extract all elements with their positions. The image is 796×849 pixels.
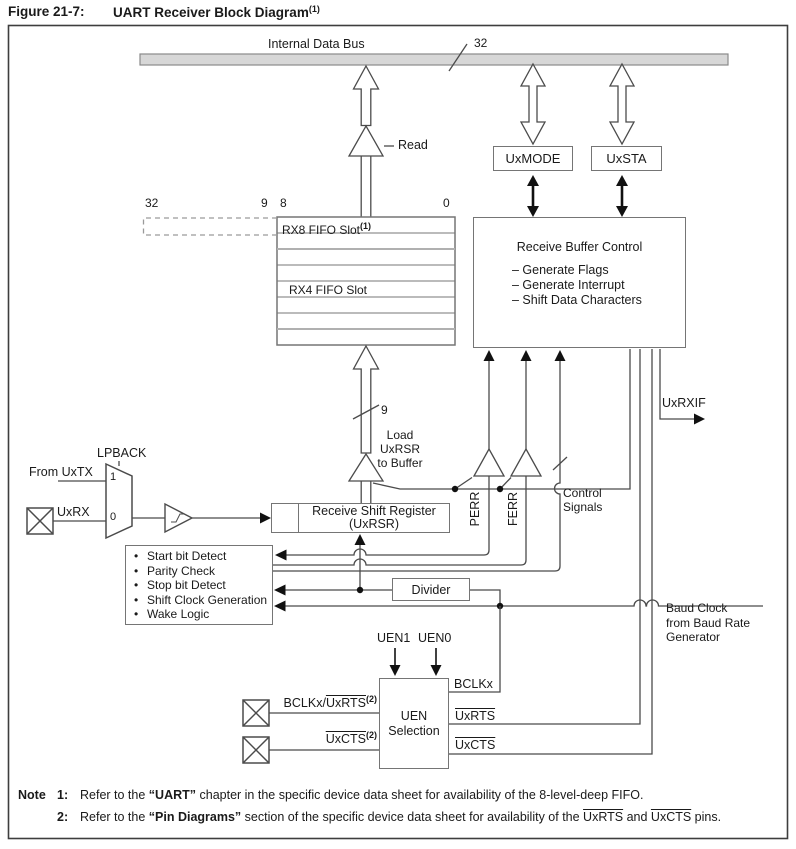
internal-data-bus-label: Internal Data Bus [268, 37, 365, 51]
figure-label: Figure 21-7: [8, 4, 85, 19]
fifo-stack [142, 216, 456, 346]
mux-input-1-label: 1 [110, 471, 117, 483]
fifo-unimplemented-dashed-box [142, 217, 277, 236]
fifo-bit8-label: 8 [280, 196, 287, 210]
rx4-fifo-slot-label: RX4 FIFO Slot [289, 283, 368, 297]
rbc-item: – Generate Flags [512, 263, 609, 277]
logic-item: •Stop bit Detect [134, 578, 226, 593]
bus-width-slash [448, 43, 468, 72]
uxcts-line [449, 349, 653, 755]
load-width-slash [352, 404, 380, 420]
uxsta-register-box: UxSTA [591, 146, 662, 171]
fifo-bit0-label: 0 [443, 196, 450, 210]
perr-signal [275, 350, 506, 561]
shift-clock-lines [274, 534, 501, 606]
junction-dot [356, 586, 364, 594]
load-buffer-icon [347, 452, 385, 482]
uxrx-label: UxRX [57, 505, 90, 519]
rbc-title: Receive Buffer Control [516, 240, 643, 254]
status-tap-line [372, 349, 631, 490]
bclkx-uxrts-pin-label: BCLKx/UxRTS(2) [283, 694, 377, 710]
read-arrow [347, 64, 394, 217]
ferr-buffer-icon [509, 447, 543, 477]
load-uxrsr-arrow [347, 344, 385, 503]
bus-uxsta-arrow [608, 62, 636, 146]
lpback-label: LPBACK [97, 446, 147, 460]
schmitt-buffer-icon [164, 502, 194, 534]
logic-item: •Parity Check [134, 563, 216, 578]
read-buffer-icon [347, 124, 385, 157]
uxmode-rbc-arrow [527, 175, 539, 217]
uxrts-pin-icon [242, 699, 270, 727]
fifo-bit32-label: 32 [145, 196, 159, 210]
logic-item: •Wake Logic [134, 607, 210, 622]
junction-dot [451, 485, 459, 493]
uxrts-output-label: UxRTS [455, 709, 496, 723]
logic-item: •Start bit Detect [134, 549, 227, 563]
rsr-input-arrow [192, 512, 271, 524]
internal-data-bus-bar [139, 53, 729, 66]
control-width-slash [552, 456, 568, 471]
uxcts-pin-icon [242, 736, 270, 764]
mux-input-0-label: 0 [110, 511, 117, 523]
divider-box: Divider [392, 578, 470, 601]
uxcts-output-label: UxCTS [455, 738, 496, 752]
control-signals-line [273, 350, 568, 572]
rx8-fifo-slot-label: RX8 FIFO Slot(1) [282, 221, 372, 237]
rbc-item: – Generate Interrupt [512, 278, 625, 293]
rsr-lead-cell [272, 504, 299, 532]
uxrxif-label: UxRXIF [662, 396, 706, 410]
figure-border [7, 24, 789, 840]
perr-label: PERR [468, 491, 482, 527]
note-2: 2:Refer to the “Pin Diagrams” section of… [57, 810, 722, 824]
figure-title: UART Receiver Block Diagram(1) [113, 4, 320, 20]
rsr-label: Receive Shift Register(UxRSR) [312, 503, 436, 531]
ferr-label: FERR [506, 491, 520, 527]
bclkx-line [449, 606, 501, 693]
load-width-label: 9 [381, 403, 388, 417]
uxrx-pin-icon [26, 507, 54, 535]
junction-dot [496, 485, 504, 493]
read-label: Read [398, 138, 428, 152]
uen1-label: UEN1 [377, 631, 411, 645]
uxsta-rbc-arrow [616, 175, 628, 217]
rbc-item: – Shift Data Characters [512, 293, 642, 308]
perr-buffer-icon [472, 447, 506, 477]
bus-uxmode-arrow [519, 62, 547, 146]
receive-shift-register-box: Receive Shift Register(UxRSR) [271, 503, 450, 533]
uxrts-line [449, 349, 641, 725]
uxmode-register-box: UxMODE [493, 146, 573, 171]
bus-width-label: 32 [474, 36, 488, 50]
uxcts-pin-label: UxCTS(2) [325, 730, 377, 746]
uxrxif-arrow [659, 349, 705, 425]
uen-select-arrows [389, 648, 442, 676]
fifo-bit9-label: 9 [261, 196, 268, 210]
logic-item: •Shift Clock Generation [134, 592, 268, 607]
lpback-mux-icon [53, 461, 165, 540]
bclkx-label: BCLKx [454, 677, 493, 691]
uen0-label: UEN0 [418, 631, 452, 645]
receive-buffer-control-box: Receive Buffer Control – Generate Flags … [473, 217, 686, 348]
from-uxtx-label: From UxTX [29, 465, 93, 479]
ferr-signal [273, 350, 543, 566]
receiver-logic-box: •Start bit Detect •Parity Check •Stop bi… [125, 545, 273, 625]
